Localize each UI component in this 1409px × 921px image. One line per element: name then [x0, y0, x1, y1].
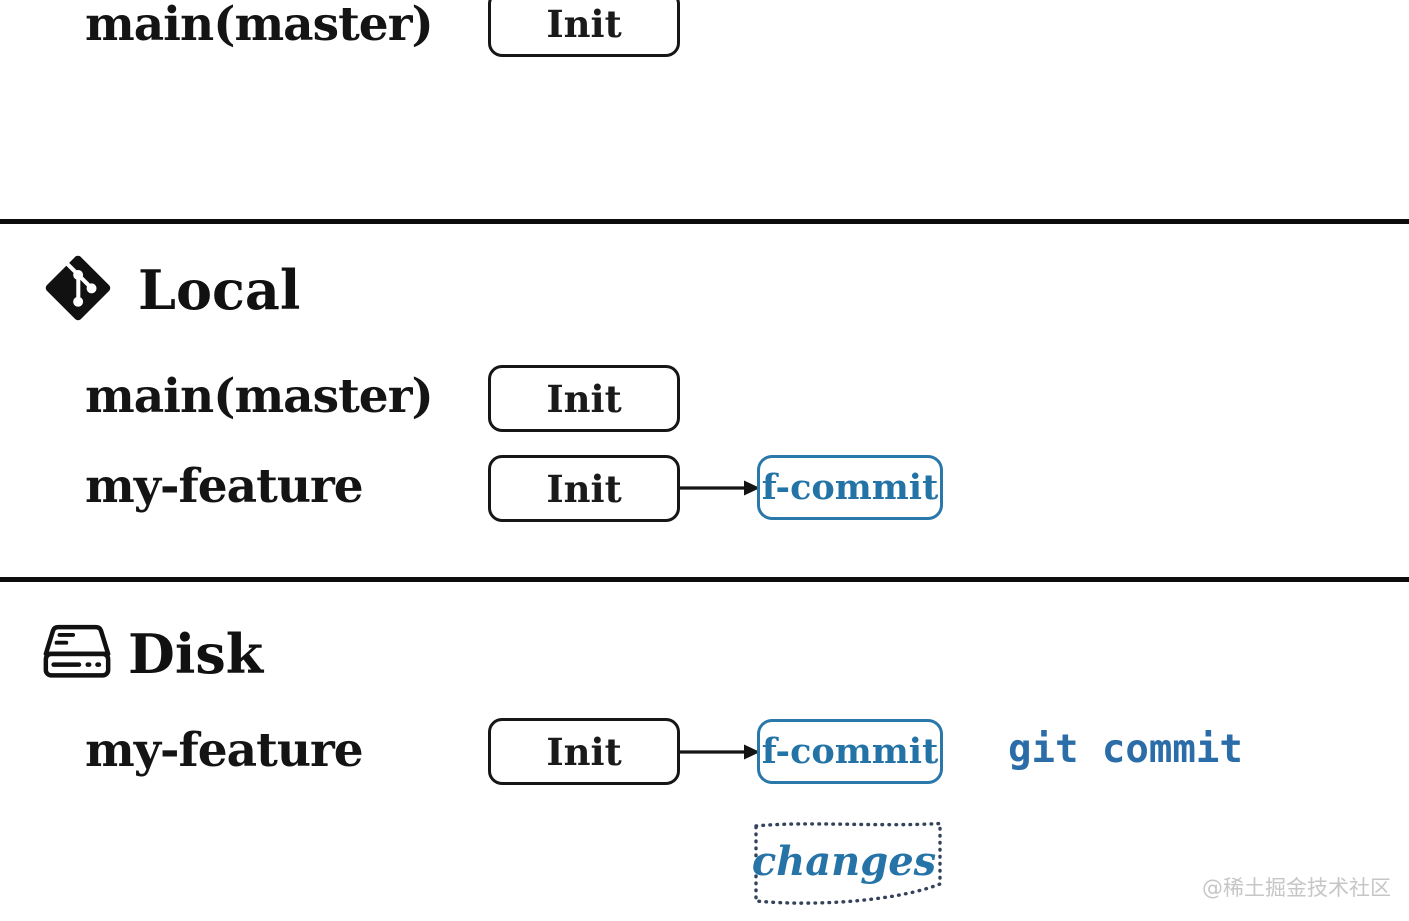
changes-pending-box: changes: [750, 818, 946, 914]
arrow-right-icon: [678, 474, 762, 506]
commit-node-fcommit-disk: f-commit: [757, 719, 943, 784]
branch-label-myfeature-disk: my-feature: [85, 723, 364, 778]
git-command-text: git commit: [1008, 727, 1243, 772]
section-divider: [0, 219, 1409, 224]
branch-label-myfeature-local: my-feature: [85, 459, 364, 514]
section-title-disk: Disk: [128, 622, 264, 686]
section-divider: [0, 577, 1409, 582]
watermark-text: @稀土掘金技术社区: [1202, 876, 1391, 900]
commit-node-init-disk: Init: [488, 718, 680, 785]
commit-node-init-top: Init: [488, 0, 680, 57]
commit-node-init-local-feature: Init: [488, 455, 680, 522]
arrow-right-icon: [678, 738, 762, 770]
branch-label-main-local: main(master): [85, 369, 434, 424]
commit-node-fcommit-local: f-commit: [757, 455, 943, 520]
commit-node-init-local-main: Init: [488, 365, 680, 432]
branch-label-main-top: main(master): [85, 0, 434, 52]
hard-drive-icon: [40, 620, 114, 682]
git-logo-icon: [44, 254, 112, 322]
section-title-local: Local: [138, 258, 301, 322]
changes-label: changes: [751, 838, 937, 885]
